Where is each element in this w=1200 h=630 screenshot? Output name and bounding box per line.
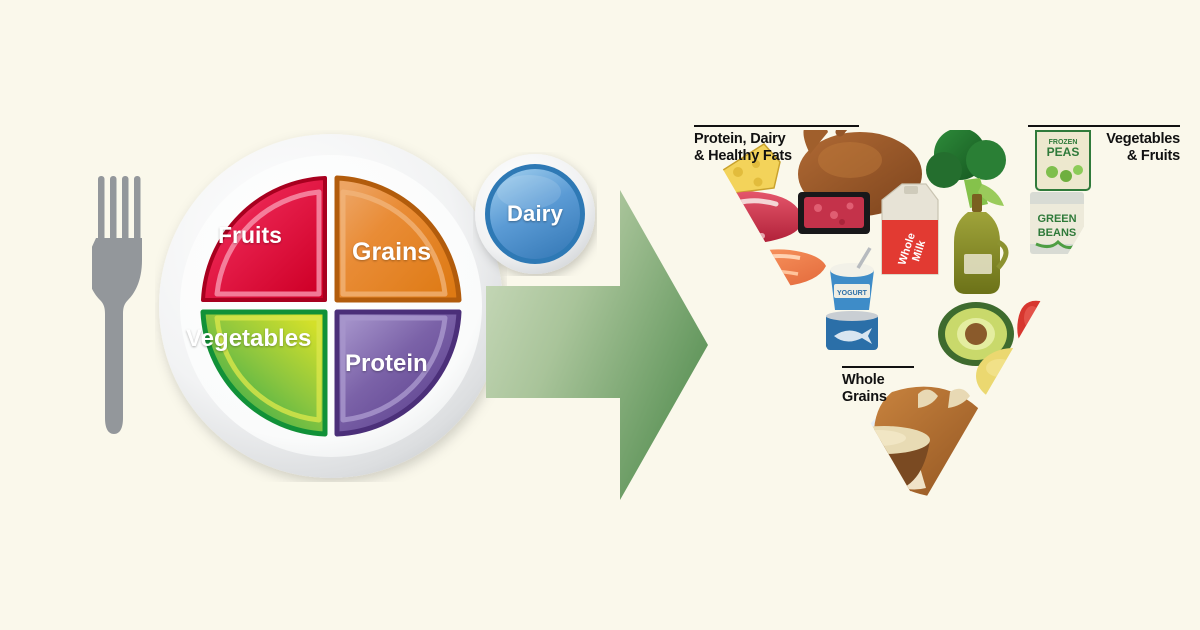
plate-icon: [155, 130, 507, 482]
svg-text:BEANS: BEANS: [1038, 227, 1077, 239]
annotation-label-protein-dairy-fats: Protein, Dairy & Healthy Fats: [694, 131, 792, 165]
healthy-eating-pyramid: FROZEN PEAS: [680, 108, 1180, 528]
annotation-label-vegetables-fruits: Vegetables & Fruits: [1106, 131, 1180, 165]
annotation-whole-grains: Whole Grains: [842, 366, 962, 406]
annotation-rule-right: [1028, 125, 1180, 127]
svg-text:FROZEN: FROZEN: [1049, 139, 1078, 146]
annotation-label-whole-grains: Whole Grains: [842, 372, 887, 406]
arrow-right-icon: [484, 190, 710, 500]
annotation-vegetables-fruits: Vegetables & Fruits: [1020, 125, 1180, 165]
dairy-circle: Dairy: [473, 152, 597, 276]
svg-text:YOGURT: YOGURT: [837, 290, 868, 297]
annotation-protein-dairy-fats: Protein, Dairy & Healthy Fats: [694, 125, 884, 165]
svg-text:GREEN: GREEN: [1037, 213, 1076, 225]
fork-icon: [86, 172, 150, 438]
annotation-rule-left: [694, 125, 859, 127]
svg-text:PEAS: PEAS: [1047, 145, 1080, 159]
annotation-rule-bottom: [842, 366, 914, 368]
